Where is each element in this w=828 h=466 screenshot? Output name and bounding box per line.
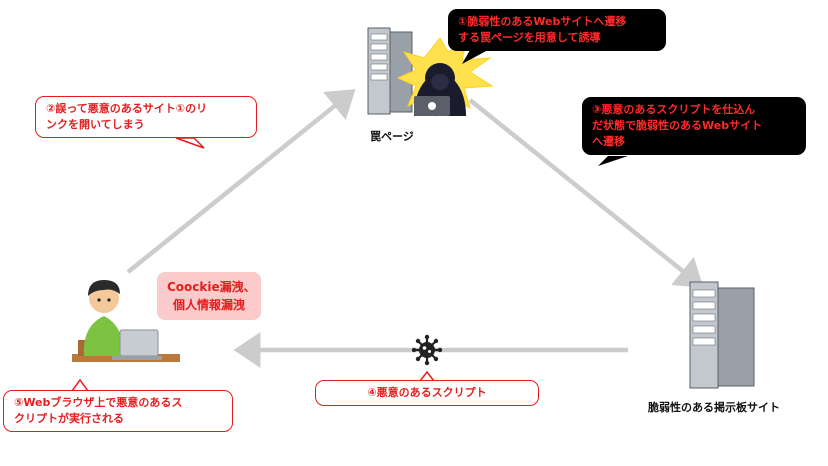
arrow-trap-to-site [468, 98, 704, 288]
callout-step1-tail [462, 50, 488, 64]
server-icon [367, 27, 413, 115]
callout-step3-tail [598, 156, 628, 166]
callout-step2-line-1: ②誤って悪意のあるサイト①のリ [46, 102, 208, 115]
callout-step2-line-2: ンクを開いてしまう [46, 118, 145, 131]
callout-step4: ④悪意のあるスクリプト [315, 380, 539, 406]
arrow-user-to-trap [126, 89, 356, 274]
trap-page-label: 罠ページ [370, 130, 414, 143]
server-icon [689, 281, 755, 389]
callout-step4-text: ④悪意のあるスクリプト [367, 386, 487, 399]
callout-leak-line-2: 個人情報漏洩 [172, 298, 245, 312]
callout-step3-line-3: へ遷移 [592, 135, 625, 148]
callout-step1-line-2: する罠ページを用意して誘導 [458, 31, 601, 44]
laptop-icon [112, 329, 162, 360]
virus-icon [411, 334, 443, 366]
callout-step2-tail [175, 137, 205, 149]
callout-step5: ⑤Webブラウザ上で悪意のあるス クリプトが実行される [3, 390, 233, 432]
callout-step3: ③悪意のあるスクリプトを仕込ん だ状態で脆弱性のあるWebサイト へ遷移 [582, 97, 806, 155]
callout-leak-line-1: Coockie漏洩、 [167, 280, 256, 294]
callout-step3-line-1: ③悪意のあるスクリプトを仕込ん [592, 103, 756, 116]
callout-step5-line-1: ⑤Webブラウザ上で悪意のあるス [14, 396, 183, 409]
callout-step1: ①脆弱性のあるWebサイトへ遷移 する罠ページを用意して誘導 [448, 9, 666, 51]
callout-leak: Coockie漏洩、 個人情報漏洩 [157, 272, 261, 320]
callout-step1-line-1: ①脆弱性のあるWebサイトへ遷移 [458, 15, 627, 28]
callout-step2: ②誤って悪意のあるサイト①のリ ンクを開いてしまう [35, 96, 257, 138]
callout-step3-line-2: だ状態で脆弱性のあるWebサイト [592, 119, 763, 132]
hacker-icon [396, 37, 494, 118]
callout-step5-line-2: クリプトが実行される [14, 412, 124, 425]
vulnerable-site-label: 脆弱性のある掲示板サイト [648, 401, 780, 414]
